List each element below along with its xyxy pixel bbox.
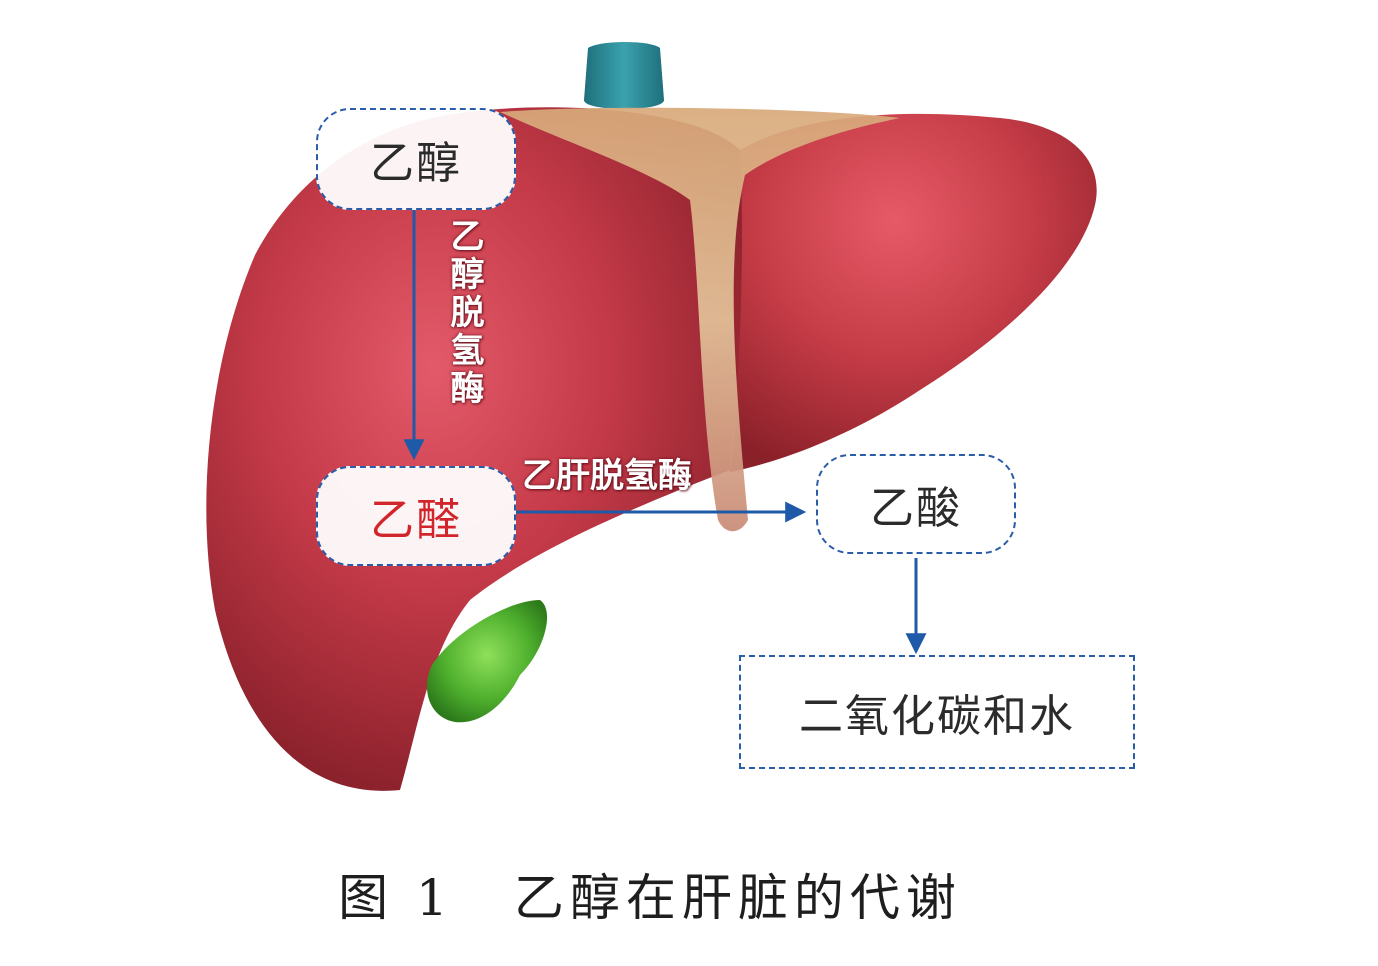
vena-cava-shape (584, 42, 664, 109)
node-ethanol: 乙醇 (316, 108, 516, 210)
node-acetaldehyde: 乙醛 (316, 466, 516, 566)
node-ethanol-label: 乙醇 (370, 138, 462, 189)
enzyme-alcohol-dehydrogenase: 乙醇脱氢酶 (444, 218, 484, 408)
node-co2-water-label: 二氧化碳和水 (799, 691, 1075, 742)
right-lobe-shape (730, 113, 1097, 472)
node-co2-water: 二氧化碳和水 (739, 655, 1135, 769)
left-lobe-shape (206, 107, 749, 791)
enzyme-aldehyde-dehydrogenase: 乙肝脱氢酶 (522, 456, 692, 496)
gallbladder-shape (426, 600, 548, 723)
node-acetic-acid: 乙酸 (816, 454, 1016, 554)
figure-title: 乙醇在肝脏的代谢 (513, 869, 962, 927)
node-acetaldehyde-label: 乙醛 (370, 495, 462, 546)
figure-label: 图 1 (338, 869, 454, 927)
node-acetic-acid-label: 乙酸 (870, 483, 962, 534)
ligament-shape (500, 107, 900, 532)
figure-caption: 图 1 乙醇在肝脏的代谢 (0, 858, 1300, 930)
